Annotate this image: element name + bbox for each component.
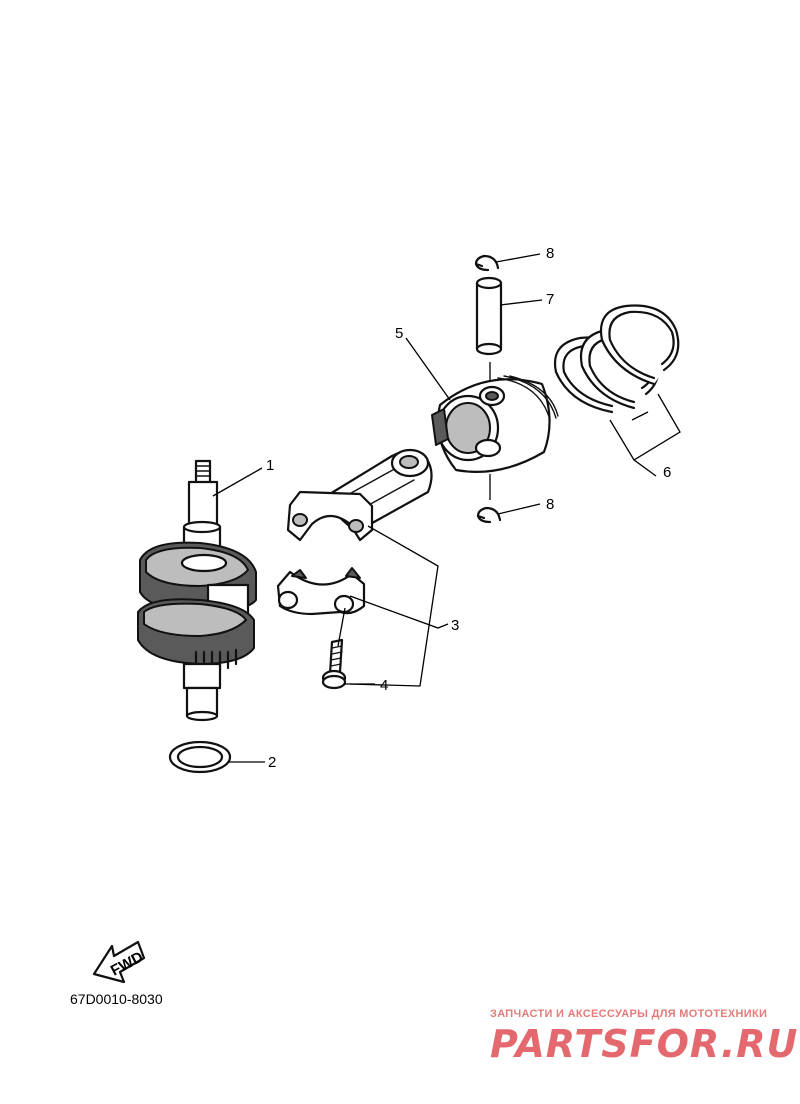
piston-pin-part[interactable] [475, 276, 503, 356]
callout-5: 5 [395, 325, 403, 342]
diagram-code: 67D0010-8030 [70, 991, 163, 1007]
leader-line-6b [633, 459, 657, 477]
callout-4: 4 [380, 677, 388, 694]
leader-line-6c [631, 411, 649, 421]
leader-line-5 [405, 337, 451, 401]
leader-line-8-bottom [497, 503, 541, 515]
leader-line-3 [349, 525, 439, 687]
leader-line-7 [499, 299, 543, 306]
callout-2: 2 [268, 754, 276, 771]
callout-1: 1 [266, 457, 274, 474]
leader-line-1 [212, 467, 263, 497]
leader-line-3b [349, 595, 449, 629]
leader-line-4b [337, 607, 346, 647]
piston-pin-clip-top-part[interactable] [474, 254, 500, 272]
leader-line-6 [609, 393, 681, 461]
leader-lines [212, 253, 681, 763]
piston-pin-clip-bottom-part[interactable] [476, 506, 502, 524]
callout-8-bottom: 8 [546, 496, 554, 513]
callout-7: 7 [546, 291, 554, 308]
crankshaft-part[interactable] [137, 459, 257, 722]
rod-bolt-part[interactable] [321, 638, 347, 690]
leader-line-8-top [495, 253, 541, 263]
watermark-tagline: ЗАПЧАСТИ И АКСЕССУАРЫ ДЛЯ МОТОТЕХНИКИ [490, 1008, 768, 1020]
watermark-brand-logo: PARTSFOR.RU [490, 1022, 799, 1066]
callout-8-top: 8 [546, 245, 554, 262]
connecting-rod-part[interactable] [276, 448, 433, 616]
callout-3: 3 [451, 617, 459, 634]
piston-rings-part[interactable] [553, 304, 680, 414]
oil-seal-ring-part[interactable] [168, 740, 232, 774]
fwd-arrow-icon: FWD [92, 940, 146, 984]
callout-6: 6 [663, 464, 671, 481]
piston-part[interactable] [431, 375, 559, 473]
